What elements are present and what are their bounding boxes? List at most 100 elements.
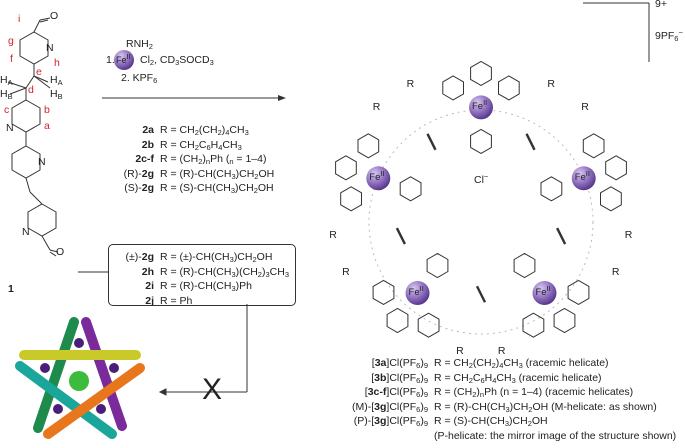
compound-label: 2i: [145, 280, 154, 292]
r-substituent-label: R: [329, 228, 337, 241]
step1-number: 1.: [106, 54, 115, 66]
pf6-counterion: 9PF6−: [655, 28, 683, 43]
ethylene-bridge: [395, 227, 406, 245]
proton-ha-left: HA: [0, 74, 13, 87]
compound-label: 2c-f: [135, 153, 154, 165]
product-label: [3a]Cl(PF6)9: [371, 357, 428, 370]
r-substituent-label: R: [342, 266, 350, 279]
r-substituent-label: R: [611, 266, 620, 279]
product-label: [3c-f]Cl(PF6)9: [364, 386, 428, 399]
r-group: R = (±)-CH(CH3)CH2OH: [160, 251, 273, 264]
r-substituent-label: R: [624, 228, 633, 241]
proton-label-c: c: [4, 104, 10, 116]
pyridine-n-bottom: N: [22, 226, 30, 238]
pyridine-ring: [540, 176, 563, 202]
pyridine-ring: [513, 252, 536, 279]
r-substituent-label: R: [547, 78, 555, 91]
compound-label: (R)-2g: [123, 167, 154, 180]
helicate-charge: 9+: [655, 0, 667, 10]
proton-label-h: h: [54, 57, 60, 69]
proton-label-a: a: [44, 120, 50, 132]
product-row: (M)-[3g]Cl(PF6)9 R = (R)-CH(CH3)CH2OH (M-…: [320, 401, 676, 416]
compound-label: (S)-2g: [124, 182, 154, 194]
proton-label-f: f: [10, 53, 13, 65]
product-list: [3a]Cl(PF6)9 R = CH2(CH2)4CH3 (racemic he…: [320, 357, 676, 443]
fe-center-label: FeII: [408, 284, 424, 298]
product-note: (P-helicate: the mirror image of the str…: [434, 429, 677, 442]
fe-center-sphere: [405, 281, 430, 306]
helicate-structure: [335, 60, 627, 338]
r-group: R = (R)-CH(CH3)(CH2)3CH3: [160, 265, 289, 279]
product-label: (M)-[3g]Cl(PF6)9: [351, 400, 428, 414]
ligand-1-structure: [7, 17, 59, 257]
ethylene-bridge: [556, 227, 567, 245]
proton-label-e: e: [36, 66, 42, 78]
r-substituent-label: R: [497, 345, 506, 358]
pyridine-ring: [399, 176, 422, 202]
pyridine-ring: [372, 279, 395, 305]
fe-center-sphere: [469, 95, 493, 120]
product-description: R = CH2C6H4CH3 (racemic helicate): [434, 371, 602, 385]
ethylene-bridge: [426, 133, 437, 151]
ethylene-bridge: [475, 285, 487, 303]
product-description: R = (CH2)nPh (n = 1–4) (racemic helicate…: [434, 386, 634, 399]
r-group: R = CH2C6H4CH3: [160, 138, 242, 152]
fe-center-sphere: [532, 281, 557, 306]
ethylene-bridge: [525, 133, 536, 151]
proton-ha-right: HA: [50, 74, 63, 87]
proton-hb-right: HB: [50, 88, 63, 101]
pyridine-ring: [426, 252, 449, 279]
product-row: [3c-f]Cl(PF6)9 R = (CH2)nPh (n = 1–4) (ra…: [320, 386, 676, 401]
aldehyde-o-bottom: O: [56, 246, 65, 258]
pyridine-ring: [335, 155, 357, 181]
bipy-n-2: N: [38, 156, 46, 168]
pyridine-ring: [470, 128, 492, 154]
blocked-pathway-arrow: [78, 271, 248, 396]
pentafoil-knot-cartoon: [15, 317, 145, 439]
reaction-arrow: [102, 95, 286, 101]
fe-center-label: FeII: [369, 169, 385, 184]
product-row: [3b]Cl(PF6)9 R = CH2C6H4CH3 (racemic heli…: [320, 372, 676, 387]
fe-reagent-sphere: [114, 50, 134, 70]
compound-1-label: 1: [8, 283, 14, 295]
product-label: (P)-[3g]Cl(PF6)9: [353, 415, 428, 428]
proton-label-g: g: [8, 35, 14, 47]
r-group: R = (S)-CH(CH3)CH2OH: [160, 182, 274, 195]
pyridine-ring: [340, 186, 362, 212]
proton-label-i: i: [18, 13, 21, 25]
product-description: R = CH2(CH2)4CH3 (racemic helicate): [434, 357, 609, 370]
product-description: R = (R)-CH(CH3)CH2OH (M-helicate: as sho…: [434, 400, 657, 414]
compound-label: (±)-2g: [125, 251, 154, 263]
proton-label-d: d: [28, 84, 34, 96]
product-label: [3b]Cl(PF6)9: [371, 371, 428, 385]
product-row: [3a]Cl(PF6)9 R = CH2(CH2)4CH3 (racemic he…: [320, 357, 676, 372]
fe-center-sphere: [366, 166, 391, 191]
pyridine-ring: [605, 155, 627, 181]
compound-label: 2j: [145, 294, 154, 307]
pyridine-n-top: N: [46, 42, 54, 54]
bipy-n-1: N: [6, 122, 14, 134]
pyridine-ring: [553, 307, 576, 334]
r-substituent-label: R: [372, 101, 381, 114]
pyridine-ring: [600, 186, 622, 212]
pyridine-ring: [498, 75, 520, 101]
fe-center-label: FeII: [472, 98, 488, 113]
step2-conditions: 2. KPF6: [121, 72, 158, 85]
pyridine-ring: [522, 312, 545, 338]
failed-amine-row: (±)-2g R = (±)-CH(CH3)CH2OH: [100, 251, 289, 266]
r-group: R = (R)-CH(CH3)Ph: [160, 280, 252, 293]
chloride-anion: Cl−: [474, 172, 489, 186]
pyridine-ring: [442, 75, 464, 101]
fe-center-sphere: [571, 166, 596, 191]
charge-bracket: [583, 2, 650, 62]
pyridine-ring: [582, 133, 605, 159]
pyridine-ring: [470, 60, 492, 86]
pyridine-ring: [417, 312, 440, 338]
fe-center-label: FeII: [535, 284, 551, 298]
